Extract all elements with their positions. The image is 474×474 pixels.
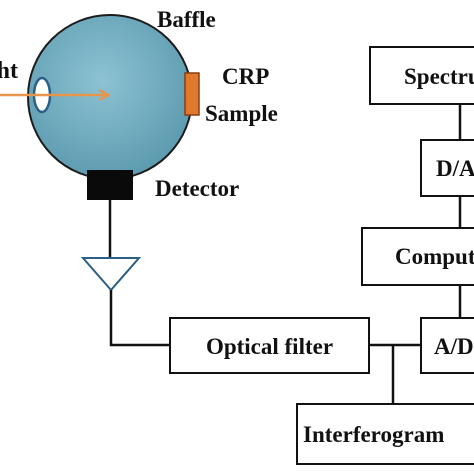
- crp-sample: [184, 72, 200, 116]
- crp-label: CRP: [222, 64, 269, 89]
- interferogram-box: [296, 403, 474, 465]
- optical-filter-label: Optical filter: [206, 334, 333, 359]
- sample-label: Sample: [205, 101, 278, 126]
- integrating-sphere: [27, 14, 193, 180]
- baffle-label: Baffle: [157, 7, 216, 32]
- interferogram-label: Interferogram: [303, 422, 444, 447]
- computer-box: [361, 227, 474, 286]
- detector-label: Detector: [155, 176, 239, 201]
- detector: [87, 170, 133, 200]
- computer-label: Computer: [395, 244, 474, 269]
- spectrum-label: Spectrum: [404, 64, 474, 89]
- light-input-label: Light: [0, 58, 18, 84]
- optical-filter-box: [169, 317, 370, 374]
- ad-label: A/D: [434, 334, 474, 359]
- ad-box: [420, 317, 474, 374]
- spectrum-box: [369, 46, 474, 105]
- da-label: D/A: [436, 156, 474, 181]
- amplifier-triangle: [80, 257, 142, 292]
- amplifier-filter-wire: [109, 290, 170, 347]
